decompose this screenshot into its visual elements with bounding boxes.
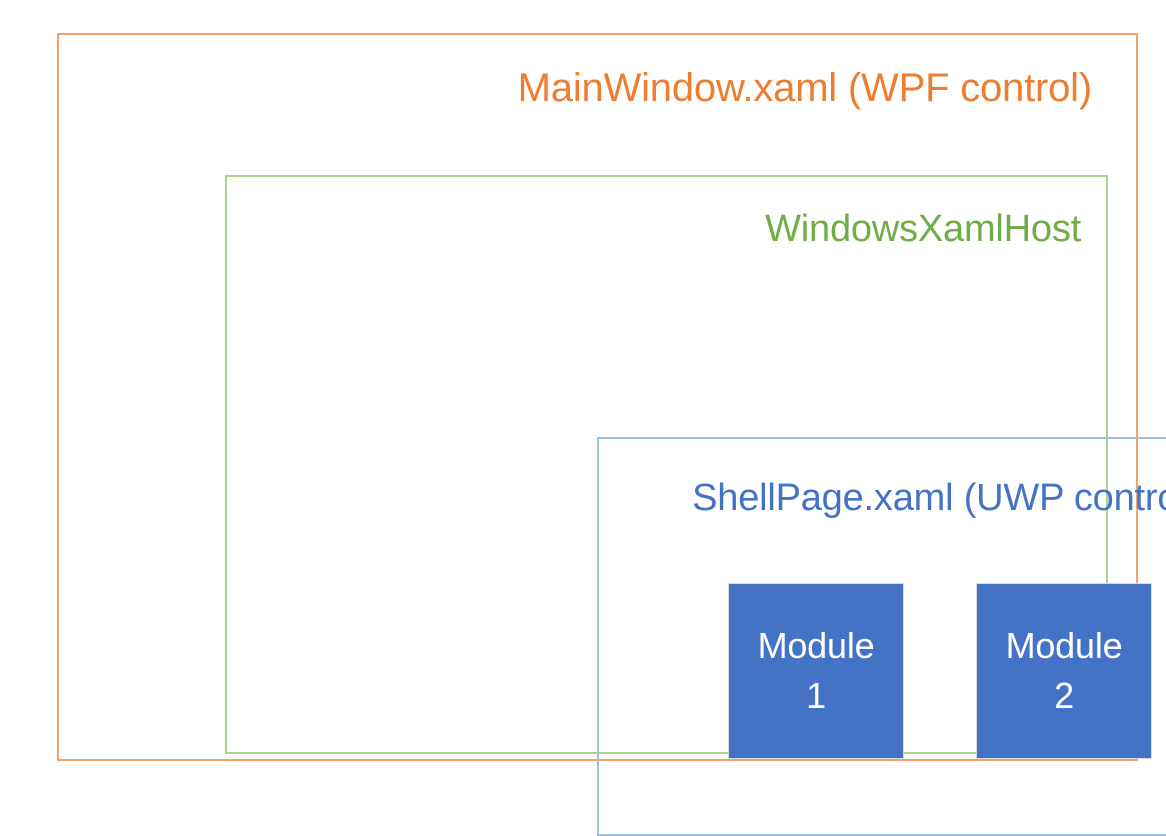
modules-row: Module 1 Module 2 xyxy=(599,583,1166,763)
layer-label-shellpage-uwp: ShellPage.xaml (UWP control) xyxy=(692,477,1166,519)
module-tile-1-name: Module xyxy=(757,625,875,666)
layer-box-windowsxamlhost: WindowsXamlHost ShellPage.xaml (UWP cont… xyxy=(225,175,1166,836)
diagram-canvas: MainWindow.xaml (WPF control) WindowsXam… xyxy=(57,33,1166,836)
layer-label-windowsxamlhost: WindowsXamlHost xyxy=(765,208,1081,250)
module-tile-1-number: 1 xyxy=(806,675,826,716)
module-tile-2-name: Module xyxy=(1005,625,1123,666)
module-tile-2: Module 2 xyxy=(976,583,1152,759)
module-tile-2-number: 2 xyxy=(1054,675,1074,716)
layer-box-shellpage-uwp: ShellPage.xaml (UWP control) Module 1 Mo… xyxy=(597,437,1166,836)
layer-label-mainwindow-wpf: MainWindow.xaml (WPF control) xyxy=(517,66,1093,110)
layer-box-mainwindow-wpf: MainWindow.xaml (WPF control) WindowsXam… xyxy=(57,33,1166,836)
module-tile-1: Module 1 xyxy=(728,583,904,759)
